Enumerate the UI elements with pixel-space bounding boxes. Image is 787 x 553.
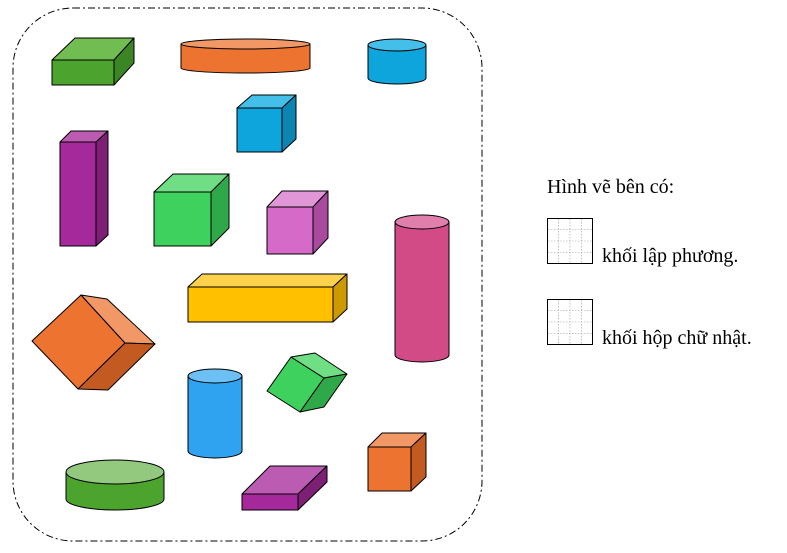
orange-cube [367, 432, 427, 492]
yellow-long-box [187, 273, 348, 323]
purple-tall-box [59, 130, 109, 247]
box-label: khối hộp chữ nhật. [602, 327, 752, 349]
green-tilted-cube [266, 352, 348, 413]
dashed-frame [12, 7, 483, 542]
pink-tall-cylinder [394, 214, 450, 363]
purple-flat-box [241, 465, 328, 511]
question-intro: Hình vẽ bên có: [547, 176, 675, 198]
cube-count-answer-box[interactable] [547, 218, 593, 264]
blue-cylinder [187, 368, 243, 459]
green-flat-box-top-left [51, 37, 135, 86]
green-flat-cylinder [65, 459, 165, 511]
box-count-answer-box[interactable] [547, 299, 593, 345]
cube-label: khối lập phương. [602, 245, 739, 267]
orange-wide-cylinder [180, 38, 311, 74]
green-cube [153, 173, 230, 247]
blue-short-cylinder [367, 38, 427, 85]
orange-tilted-cube [31, 294, 156, 391]
pink-cube [266, 190, 329, 255]
blue-cube [236, 94, 297, 153]
